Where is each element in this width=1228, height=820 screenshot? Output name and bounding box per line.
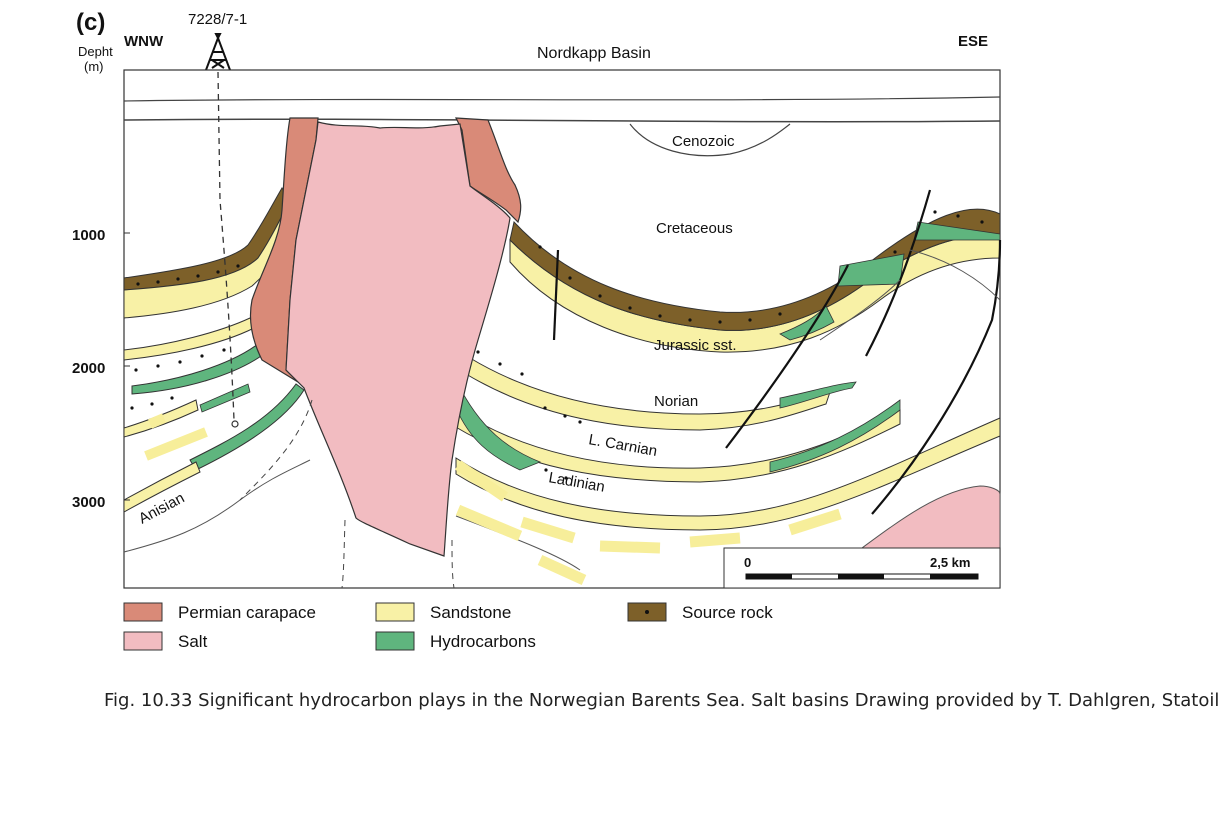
figure-caption: Fig. 10.33 Significant hydrocarbon plays… <box>104 690 1220 711</box>
panel-label: (c) <box>76 9 105 36</box>
sea-floor-line <box>123 118 1001 123</box>
legend-swatch-hydrocarbons <box>375 631 415 651</box>
legend: Permian carapace Salt Sandstone Hydrocar… <box>123 602 773 651</box>
norian-sandstone <box>465 357 831 431</box>
carnian-hydrocarbon-right <box>769 399 901 473</box>
right-source-rock-dots <box>538 210 984 324</box>
well-derrick-icon <box>205 33 231 71</box>
right-fault-block-contour <box>819 249 1001 341</box>
label-cenozoic: Cenozoic <box>672 133 735 150</box>
label-norian: Norian <box>654 393 698 410</box>
depth-axis-unit: (m) <box>84 59 104 74</box>
cenozoic-lens <box>629 123 791 157</box>
direction-left: WNW <box>124 33 164 50</box>
legend-label-salt: Salt <box>178 632 208 651</box>
left-sandstone-dashes <box>144 413 208 461</box>
cross-section-figure: (c) 7228/7-1 Depht (m) WNW ESE Nordkapp … <box>72 9 1002 651</box>
label-cretaceous: Cretaceous <box>656 220 733 237</box>
right-anisian-contour <box>455 515 581 571</box>
legend-label-source-rock: Source rock <box>682 603 773 622</box>
legend-swatch-permian <box>123 602 163 622</box>
label-jurassic: Jurassic sst. <box>654 337 737 354</box>
legend-label-sandstone: Sandstone <box>430 603 511 622</box>
scale-bar: 0 2,5 km <box>723 547 1001 589</box>
depth-tick-2000: 2000 <box>72 360 105 377</box>
legend-label-hydrocarbons: Hydrocarbons <box>430 632 536 651</box>
direction-right: ESE <box>958 33 988 50</box>
salt-diapir <box>285 121 511 557</box>
salt-root-dashed-left <box>239 399 346 589</box>
left-hydrocarbon-small <box>199 383 251 413</box>
norian-hydrocarbon <box>779 381 857 409</box>
legend-label-permian: Permian carapace <box>178 603 316 622</box>
right-sandstone-dashes <box>454 460 842 586</box>
well-trajectory <box>217 71 235 421</box>
depth-axis: 1000 2000 3000 <box>72 227 130 511</box>
scale-bar-start: 0 <box>744 555 751 570</box>
right-source-rock <box>509 208 1001 331</box>
well-name: 7228/7-1 <box>188 11 247 28</box>
left-source-rock-dots <box>130 264 240 410</box>
depth-tick-3000: 3000 <box>72 494 105 511</box>
left-deep-contour <box>123 459 311 553</box>
depth-axis-label: Depht <box>78 44 113 59</box>
carnian-hydrocarbon <box>455 379 542 471</box>
deep-salt-pillow <box>860 485 1001 549</box>
legend-swatch-salt <box>123 631 163 651</box>
well-bottom-marker <box>231 420 239 428</box>
scale-bar-end: 2,5 km <box>930 555 970 570</box>
right-hydrocarbon-fault-block <box>837 253 905 287</box>
legend-source-rock-dot <box>645 610 649 614</box>
depth-tick-1000: 1000 <box>72 227 105 244</box>
legend-swatch-sandstone <box>375 602 415 622</box>
faults <box>552 189 1002 515</box>
sea-surface-line <box>123 96 1001 102</box>
basin-name: Nordkapp Basin <box>537 45 651 62</box>
left-ladinian-hydrocarbon <box>189 383 305 471</box>
left-anisian-sandstone <box>123 461 201 513</box>
salt-root-dashed-right <box>451 539 455 589</box>
ladinian-sandstone <box>455 417 1001 531</box>
